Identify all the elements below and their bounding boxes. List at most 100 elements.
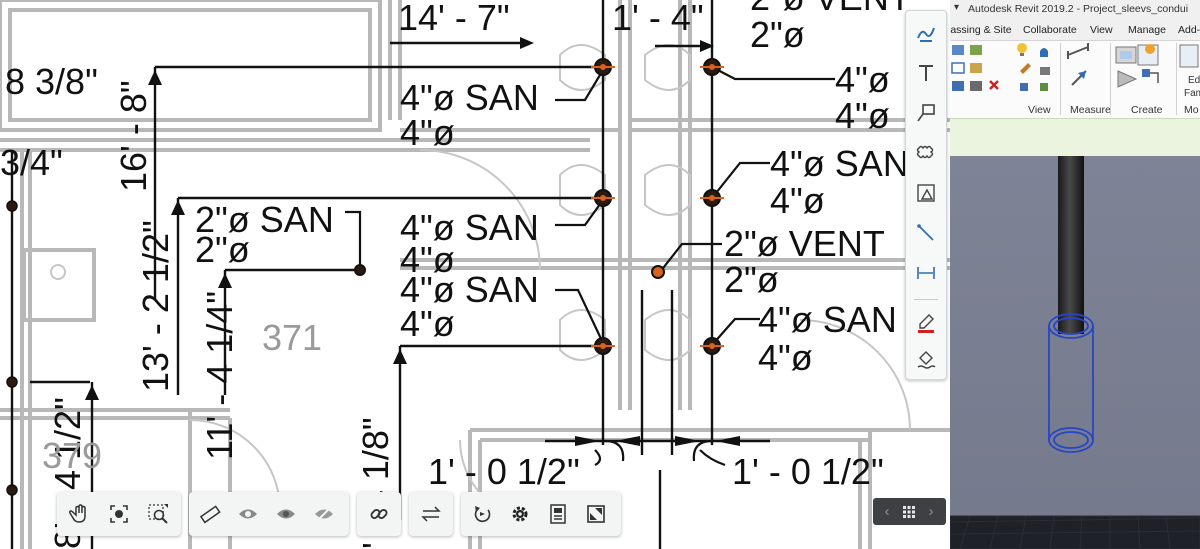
panel-label-create: Create	[1131, 104, 1163, 116]
pipe-tag-size[interactable]: 2"ø	[724, 259, 779, 300]
dimension-text[interactable]: 8 3/8"	[5, 61, 98, 102]
revit-window: ▾ Autodesk Revit 2019.2 - Project_sleevs…	[950, 0, 1200, 549]
text-markup-icon[interactable]	[906, 57, 946, 89]
fit-view-icon[interactable]	[102, 492, 136, 536]
edit-family-label[interactable]: Ed	[1188, 75, 1200, 86]
measure-panel-icons	[1067, 43, 1089, 86]
pipe-symbol[interactable]	[651, 265, 665, 279]
ribbon-icons	[951, 43, 1199, 91]
visibility-eye-hide-icon[interactable]	[307, 492, 341, 536]
link-tool-group	[357, 492, 401, 536]
pipe-tag-size[interactable]: 4"ø	[400, 112, 455, 153]
area-markup-icon[interactable]	[906, 177, 946, 209]
panel-label-modify: Mo	[1184, 104, 1199, 116]
tab-massing-site[interactable]: lassing & Site	[950, 24, 1012, 36]
sheet-pager: ‹ ›	[873, 498, 946, 525]
grid-bubbles	[6, 200, 18, 496]
compare-arrows-icon[interactable]	[414, 492, 448, 536]
dimension-text[interactable]: 14' - 7"	[398, 0, 510, 38]
pipe-symbol[interactable]	[700, 189, 724, 207]
pipe-tag[interactable]: 2"ø VENT	[724, 223, 885, 264]
pipe-tag-size[interactable]: 4"ø	[770, 180, 825, 221]
dimension-text[interactable]: 4 1/2"	[47, 397, 88, 490]
pipe-tag-size[interactable]: 4"ø	[758, 337, 813, 378]
qat-dropdown-icon[interactable]: ▾	[954, 2, 960, 13]
pipe-symbol[interactable]	[591, 189, 615, 207]
measure-icon[interactable]	[193, 492, 227, 536]
tab-manage[interactable]: Manage	[1128, 24, 1166, 36]
sleeve-3d[interactable]	[1048, 313, 1094, 453]
edit-family-label-2[interactable]: Fam	[1184, 88, 1200, 99]
line-markup-icon[interactable]	[906, 217, 946, 249]
pen-color-icon[interactable]	[906, 307, 946, 339]
dimension-text[interactable]: 1' - 0 1/2"	[732, 451, 884, 492]
dimension-arrows	[85, 37, 740, 446]
revit-titlebar: ▾ Autodesk Revit 2019.2 - Project_sleevs…	[950, 0, 1200, 20]
pipe-3d[interactable]	[1058, 156, 1084, 334]
panel-divider	[1060, 43, 1061, 115]
next-sheet-button[interactable]: ›	[928, 503, 934, 520]
pipe-tag[interactable]: 4"ø	[835, 59, 890, 100]
pipe-tag-size[interactable]: 4"ø	[835, 95, 890, 136]
pipe-tag[interactable]: 4"ø SAN	[770, 143, 909, 184]
navigation-tool-group	[57, 492, 181, 536]
pipe-symbol[interactable]	[591, 337, 615, 355]
panel-divider	[1110, 43, 1111, 115]
visibility-eye-alt-icon[interactable]	[269, 492, 303, 536]
visibility-eye-icon[interactable]	[231, 492, 265, 536]
freehand-markup-icon[interactable]	[906, 17, 946, 49]
revit-3d-viewport[interactable]	[950, 156, 1200, 549]
ribbon-panel-area: View Measure Create Mo Ed Fam	[950, 40, 1200, 119]
pipe-tag[interactable]: 4"ø SAN	[758, 299, 897, 340]
view-panel-icons	[951, 43, 1050, 91]
dimension-text[interactable]: 1' - 0 1/2"	[428, 451, 580, 492]
pipe-tag-size[interactable]: 4"ø	[400, 239, 455, 280]
drawing-viewport[interactable]: 14' - 7" 1' - 4" 8 3/8" 3/4" 16' - 8" 13…	[0, 0, 950, 549]
dimension-text[interactable]: 13' - 2 1/2"	[135, 220, 176, 392]
pipe-symbol[interactable]	[354, 264, 366, 276]
dimension-text[interactable]: 16' - 8"	[113, 80, 154, 192]
orbit-icon[interactable]	[465, 492, 499, 536]
panel-label-measure: Measure	[1070, 104, 1111, 116]
pipe-symbol[interactable]	[700, 337, 724, 355]
pipe-tag-size[interactable]: 4"ø	[400, 303, 455, 344]
toolbar-divider	[914, 299, 938, 300]
tab-view[interactable]: View	[1090, 24, 1113, 36]
fullscreen-icon[interactable]	[579, 492, 613, 536]
pipe-tag[interactable]: 2"ø SAN	[195, 199, 334, 240]
tab-collaborate[interactable]: Collaborate	[1023, 24, 1077, 36]
fill-style-icon[interactable]	[906, 343, 946, 375]
pan-icon[interactable]	[63, 492, 97, 536]
revit-window-title: Autodesk Revit 2019.2 - Project_sleevs_c…	[968, 3, 1189, 15]
pipe-symbol[interactable]	[700, 58, 724, 76]
markup-toolbar	[905, 10, 947, 380]
panel-label-view: View	[1028, 104, 1051, 116]
zoom-window-icon[interactable]	[141, 492, 175, 536]
dimension-text[interactable]: 3/4"	[0, 142, 63, 183]
callout-markup-icon[interactable]	[906, 97, 946, 129]
floor-grid	[950, 515, 1200, 549]
pipe-tag[interactable]: 4"ø SAN	[400, 77, 539, 118]
dimension-markup-icon[interactable]	[906, 257, 946, 289]
compare-tool-group	[409, 492, 453, 536]
dimension-lines	[10, 0, 770, 549]
pipe-tag-size[interactable]: 2"ø	[750, 14, 805, 55]
view-settings-group	[461, 492, 621, 536]
link-icon[interactable]	[362, 492, 396, 536]
pipe-tag[interactable]: 4"ø SAN	[400, 269, 539, 310]
pipe-tag[interactable]: 4"ø SAN	[400, 207, 539, 248]
dimension-text[interactable]: 1' - 4"	[612, 0, 704, 38]
tag-leaders	[345, 66, 835, 467]
pipe-tag[interactable]: 2"ø VENT	[750, 0, 911, 18]
tab-add-ins[interactable]: Add-	[1178, 24, 1200, 36]
dimension-text[interactable]: 11' - 4 1/4"	[199, 291, 240, 460]
room-number: 379	[42, 435, 102, 476]
settings-gear-icon[interactable]	[503, 492, 537, 536]
pipe-tag-size[interactable]: 2"ø	[195, 229, 250, 270]
properties-icon[interactable]	[541, 492, 575, 536]
pipe-symbol[interactable]	[591, 58, 615, 76]
cloud-markup-icon[interactable]	[906, 137, 946, 169]
options-bar	[950, 118, 1200, 158]
sheet-grid-icon[interactable]	[899, 498, 919, 525]
previous-sheet-button[interactable]: ‹	[884, 503, 890, 520]
